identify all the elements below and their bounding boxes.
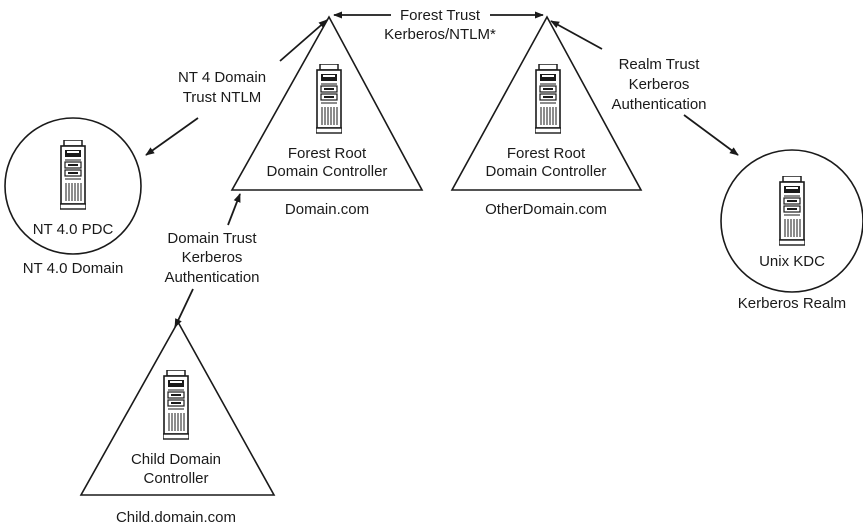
forest-root-caption: Domain.com: [285, 201, 369, 218]
server-icon: [60, 140, 86, 210]
server-icon: [316, 64, 342, 134]
nt4-pdc-label: NT 4.0 PDC: [33, 221, 114, 238]
server-icon: [535, 64, 561, 134]
nt4-trust-arrow-up: [279, 19, 328, 62]
realm-trust-line2: Kerberos: [629, 76, 690, 93]
nt4-domain-circle: [4, 117, 142, 255]
nt4-trust-line1: NT 4 Domain: [178, 69, 266, 86]
nt4-domain-node: NT 4.0 PDC NT 4.0 Domain: [4, 117, 142, 277]
child-domain-node: Child Domain Controller Child.domain.com: [79, 320, 276, 526]
kerberos-realm-circle: [720, 149, 863, 293]
server-icon: [779, 176, 805, 246]
domain-trust-link: Domain Trust Kerberos Authentication: [164, 193, 260, 328]
realm-trust-line3: Authentication: [611, 96, 706, 113]
server-icon: [163, 370, 189, 440]
forest-root-label-line2: Domain Controller: [267, 163, 388, 180]
other-domain-caption: OtherDomain.com: [485, 201, 607, 218]
nt4-trust-link: NT 4 Domain Trust NTLM: [145, 19, 328, 156]
kerberos-realm-caption: Kerberos Realm: [738, 295, 846, 312]
forest-root-triangle: [230, 15, 424, 191]
domain-trust-arrow-up: [227, 193, 241, 226]
other-root-label-line2: Domain Controller: [486, 163, 607, 180]
nt4-trust-line2: Trust NTLM: [183, 89, 262, 106]
nt4-trust-arrow-down: [145, 117, 199, 156]
forest-root-label-line1: Forest Root: [288, 145, 367, 162]
other-domain-node: Forest Root Domain Controller OtherDomai…: [450, 15, 643, 218]
child-label-line1: Child Domain: [131, 451, 221, 468]
other-root-label-line1: Forest Root: [507, 145, 586, 162]
realm-trust-line1: Realm Trust: [619, 56, 701, 73]
domain-trust-line1: Domain Trust: [167, 230, 257, 247]
realm-trust-arrow-up: [550, 20, 603, 50]
forest-root-node: Forest Root Domain Controller Domain.com: [230, 15, 424, 218]
domain-trust-line3: Authentication: [164, 269, 259, 286]
child-label-line2: Controller: [143, 470, 208, 487]
domain-trust-line2: Kerberos: [182, 249, 243, 266]
forest-trust-link: Forest Trust Kerberos/NTLM*: [333, 7, 544, 43]
forest-trust-line2: Kerberos/NTLM*: [384, 26, 496, 43]
kerberos-realm-node: Unix KDC Kerberos Realm: [720, 149, 863, 312]
realm-trust-arrow-down: [683, 114, 739, 156]
child-domain-caption: Child.domain.com: [116, 509, 236, 526]
domain-trust-arrow-down: [174, 288, 194, 328]
child-domain-triangle: [79, 320, 276, 496]
realm-trust-link: Realm Trust Kerberos Authentication: [550, 20, 739, 156]
forest-trust-line1: Forest Trust: [400, 7, 481, 24]
unix-kdc-label: Unix KDC: [759, 253, 825, 270]
nt4-domain-caption: NT 4.0 Domain: [23, 260, 124, 277]
other-domain-triangle: [450, 15, 643, 191]
